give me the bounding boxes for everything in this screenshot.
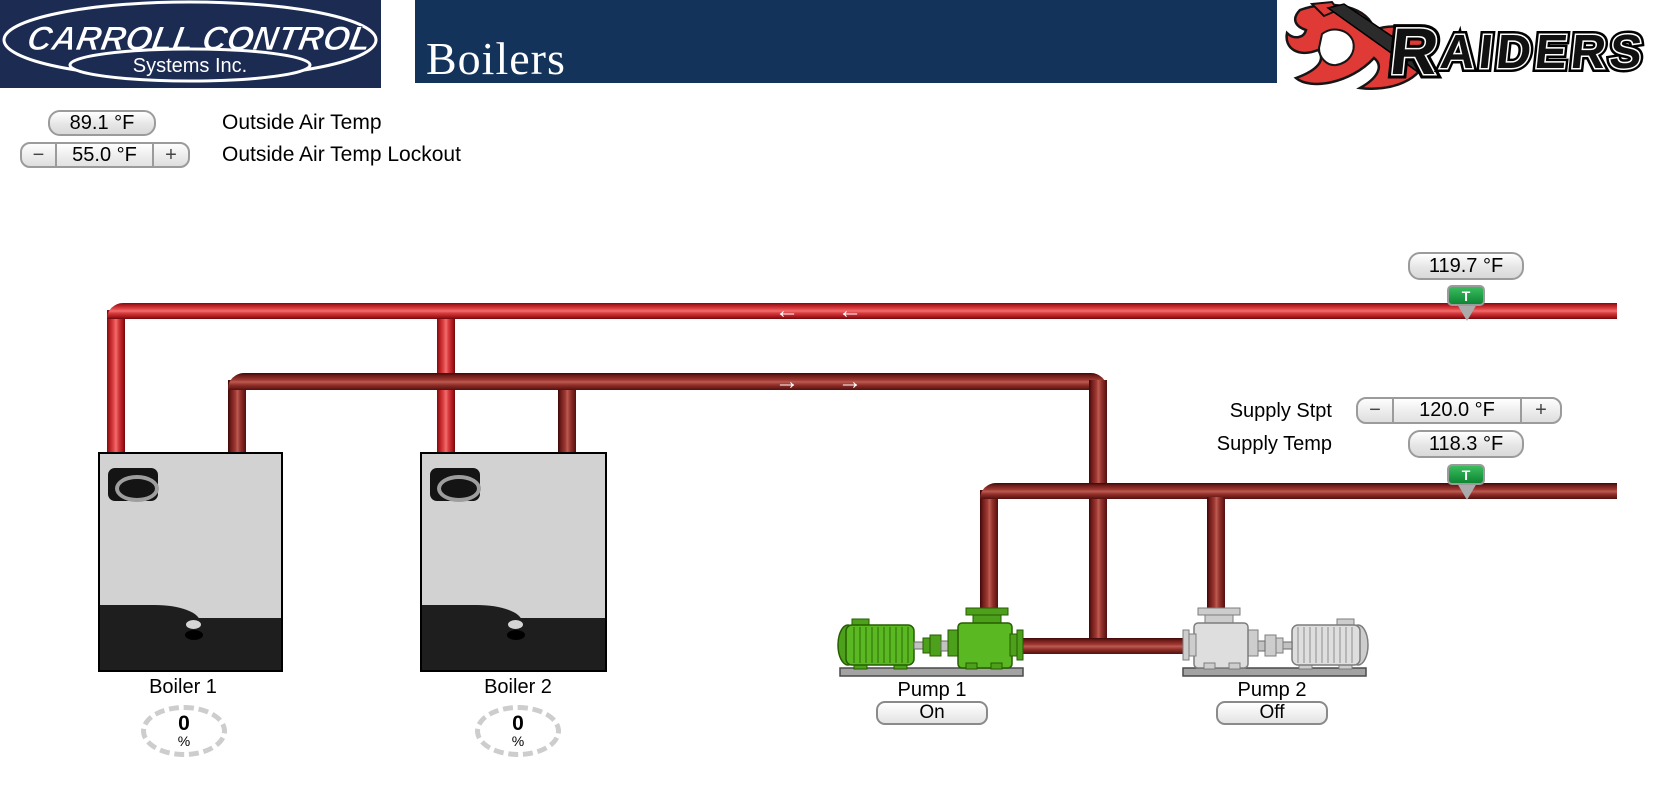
boiler1-base-step: [100, 605, 200, 622]
boiler1-drain-dot: [185, 630, 203, 640]
boiler1-firing-rate-value: 0: [178, 712, 190, 735]
lockout-plus-button[interactable]: +: [152, 142, 190, 168]
boiler2-base-step: [422, 605, 522, 622]
supply-stpt-minus-button[interactable]: −: [1356, 397, 1394, 424]
raiders-text: AIDERS: [1438, 25, 1649, 79]
carroll-logo-art: CARROLL CONTROL Systems Inc.: [2, 0, 378, 83]
boiler1-pilot-dot: [186, 620, 201, 629]
pump1-label: Pump 1: [897, 679, 967, 701]
outside-air-temp-value: 89.1 °F: [48, 110, 156, 136]
supply-temp-value: 118.3 °F: [1408, 430, 1524, 458]
pump2-status-button[interactable]: Off: [1216, 701, 1328, 725]
pump2-coupling: [1264, 634, 1277, 657]
supply-header-pipe: [228, 373, 1107, 390]
boiler2-drain-dot: [507, 630, 525, 640]
boiler2-supply-pipe: [558, 380, 576, 452]
boiler2-firing-rate-value: 0: [512, 712, 524, 735]
boiler2-firing-rate-unit: %: [511, 733, 525, 749]
pump1-riser-pipe: [980, 490, 998, 613]
return-temp-sensor-icon: T: [1447, 285, 1485, 306]
pump2-volute: [1193, 622, 1249, 669]
pump1-motor: [845, 624, 915, 666]
title-bar: [415, 0, 1277, 83]
pump2-graphic: [1181, 594, 1376, 678]
boiler1-graphic: [98, 452, 283, 672]
supply-stpt-label: Supply Stpt: [1229, 400, 1332, 422]
boiler1-supply-pipe: [228, 380, 246, 452]
return-flow-arrow-2: ←: [838, 297, 862, 324]
raider-head: [1285, 3, 1428, 90]
boiler1-firing-rate-unit: %: [177, 733, 191, 749]
boiler2-pilot-dot: [508, 620, 523, 629]
lockout-minus-button[interactable]: −: [20, 142, 57, 168]
boiler1-firing-rate-gauge: 0 %: [141, 705, 227, 757]
pump2-label: Pump 2: [1237, 679, 1307, 701]
raider-face: [1317, 28, 1355, 67]
sword-blade: [1326, 3, 1432, 73]
pump2-baseplate: [1182, 667, 1367, 677]
return-temp-value: 119.7 °F: [1408, 252, 1524, 280]
supply-flow-arrow-2: →: [838, 368, 862, 395]
boiler2-label: Boiler 2: [484, 676, 552, 698]
boiler2-burner-ring-icon: [437, 475, 481, 502]
pump1-volute: [957, 622, 1013, 669]
page-title: Boilers: [426, 33, 566, 84]
pump1-graphic: [830, 594, 1025, 678]
return-header-pipe: [107, 303, 1617, 319]
supply-stpt-field[interactable]: 120.0 °F: [1392, 397, 1522, 424]
supply-drop-pipe: [1089, 380, 1107, 654]
boiler2-firing-rate-gauge: 0 %: [475, 705, 561, 757]
supply-temp-sensor-icon: T: [1447, 464, 1485, 485]
pump-cross-pipe: [1023, 638, 1193, 654]
pump1-coupling: [929, 634, 942, 657]
boiler1-label: Boiler 1: [149, 676, 217, 698]
outside-air-lockout-label: Outside Air Temp Lockout: [222, 143, 461, 166]
pump1-status-button[interactable]: On: [876, 701, 988, 725]
logo-line2: Systems Inc.: [133, 55, 247, 77]
raiders-text-outline: AIDERS: [1438, 25, 1649, 79]
supply-stpt-plus-button[interactable]: +: [1520, 397, 1562, 424]
carroll-logo: CARROLL CONTROL Systems Inc.: [0, 0, 381, 88]
return-flow-arrow-1: ←: [775, 297, 799, 324]
pump1-baseplate: [839, 667, 1024, 677]
boiler1-return-pipe: [107, 310, 125, 452]
pump2-riser-pipe: [1207, 497, 1225, 612]
boiler2-graphic: [420, 452, 607, 672]
supply-line-pipe: [980, 483, 1617, 499]
supply-flow-arrow-1: →: [775, 368, 799, 395]
raiders-logo: R R AIDERS AIDERS: [1278, 0, 1671, 95]
supply-temp-label: Supply Temp: [1216, 433, 1332, 455]
logo-oval: [68, 47, 312, 83]
boiler1-burner-ring-icon: [115, 475, 159, 502]
lockout-value-field[interactable]: 55.0 °F: [55, 142, 154, 168]
pump2-motor: [1291, 624, 1361, 666]
outside-air-temp-label: Outside Air Temp: [222, 111, 382, 134]
raiders-r: R: [1387, 15, 1442, 89]
